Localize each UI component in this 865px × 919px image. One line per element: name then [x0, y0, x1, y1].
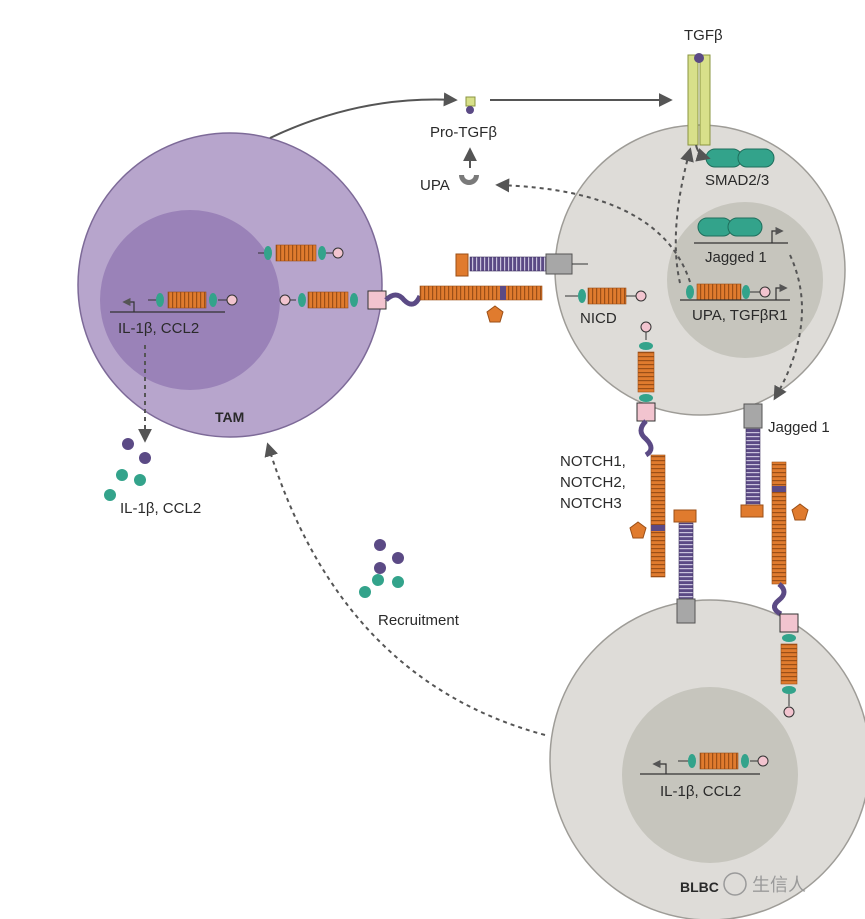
tumor-notch-receptor — [636, 321, 666, 578]
nicd-label: NICD — [580, 310, 617, 327]
tam-membrane-fragment — [258, 244, 344, 262]
upa-tgfbr1-gene — [680, 283, 790, 301]
tam-gene-label: IL-1β, CCL2 — [118, 320, 199, 337]
arrow-recruitment — [264, 442, 546, 736]
jagged-gene-complex — [694, 217, 788, 244]
upa-shape — [459, 175, 479, 185]
tgfb-label: TGFβ — [684, 27, 723, 44]
pro-tgfb-complex — [465, 96, 476, 114]
secreted-label: IL-1β, CCL2 — [120, 500, 201, 517]
blbc-label: BLBC — [680, 879, 719, 895]
tam-notch-receptor — [279, 285, 543, 310]
smad-complex — [705, 148, 775, 168]
jagged-pentagon-a — [486, 305, 504, 323]
watermark: 生信人 — [723, 872, 806, 896]
watermark-text: 生信人 — [752, 875, 806, 896]
blbc-nucleus — [622, 687, 798, 863]
tumor-nucleus — [667, 202, 823, 358]
tam-gene-complex — [110, 291, 238, 313]
tgfb-ligand — [694, 53, 704, 63]
nicd-fragment — [565, 287, 647, 305]
upa-tgfbr1-label: UPA, TGFβR1 — [692, 307, 788, 324]
arrow-upa-gene-to-upa — [495, 178, 691, 283]
jagged-gene-label: Jagged 1 — [705, 249, 767, 266]
recruitment-cytokines — [359, 539, 404, 598]
tam-cell — [77, 132, 383, 438]
smad-label: SMAD2/3 — [705, 172, 769, 189]
tam-jagged-ligand — [455, 253, 588, 277]
blbc-jagged-ligand-a — [673, 509, 697, 624]
tgfb-receptor — [687, 53, 711, 146]
blbc-notch-receptor — [771, 461, 799, 718]
arrow-receptor-to-smad — [695, 144, 711, 162]
recruitment-label: Recruitment — [378, 612, 460, 629]
tumor-jagged-ligand — [740, 403, 764, 518]
jagged-pentagon-b — [629, 521, 647, 539]
notch1-label: NOTCH1, — [560, 453, 626, 470]
blbc-gene-label: IL-1β, CCL2 — [660, 783, 741, 800]
blbc-gene-complex — [640, 752, 769, 775]
upa-label: UPA — [420, 177, 450, 194]
notch3-label: NOTCH3 — [560, 495, 622, 512]
jagged-pentagon-c — [791, 503, 809, 521]
pro-tgfb-label: Pro-TGFβ — [430, 124, 497, 141]
tam-label: TAM — [215, 409, 244, 425]
jagged-ligand-label: Jagged 1 — [768, 419, 830, 436]
secreted-cytokines — [104, 438, 151, 501]
notch2-label: NOTCH2, — [560, 474, 626, 491]
arrow-tam-to-protgfb — [269, 92, 458, 139]
arrow-jagged-gene-to-ligand — [773, 254, 803, 401]
tumor-cell — [554, 124, 846, 416]
